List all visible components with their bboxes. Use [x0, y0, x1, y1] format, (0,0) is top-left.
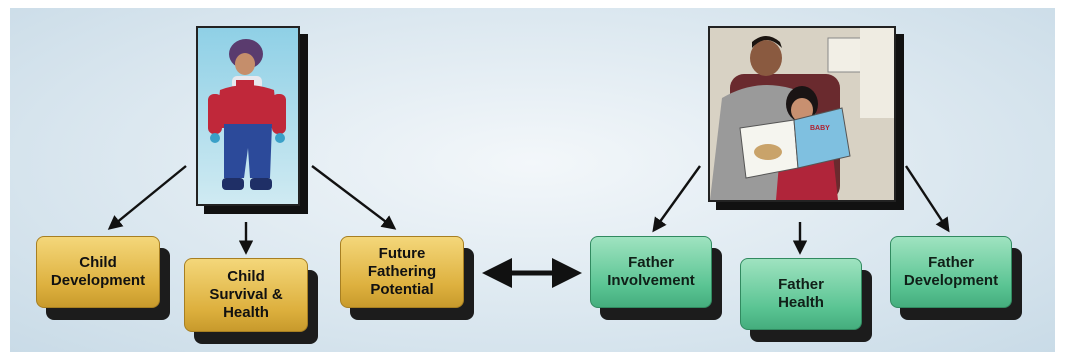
arrow-layer — [107, 165, 950, 288]
child-development-label: Child Development — [36, 236, 160, 308]
child-illustration — [198, 28, 298, 204]
arrow-to-father-involvement — [652, 165, 701, 233]
child-photo — [196, 26, 308, 214]
father-illustration: BABY — [710, 28, 894, 200]
father-involvement-box: Father Involvement — [590, 236, 722, 320]
arrow-to-future-fathering — [311, 165, 397, 230]
arrow-to-child-development — [107, 165, 187, 230]
father-health-label: Father Health — [740, 258, 862, 330]
child-survival-health-box: Child Survival & Health — [184, 258, 318, 344]
future-fathering-potential-box: Future Fathering Potential — [340, 236, 474, 320]
arrow-to-father-development — [904, 165, 950, 233]
child-survival-health-label: Child Survival & Health — [184, 258, 308, 332]
future-fathering-potential-label: Future Fathering Potential — [340, 236, 464, 308]
book-cover-text: BABY — [810, 125, 830, 132]
father-photo: BABY — [708, 26, 904, 210]
father-development-box: Father Development — [890, 236, 1022, 320]
father-involvement-label: Father Involvement — [590, 236, 712, 308]
child-development-box: Child Development — [36, 236, 170, 320]
diagram-canvas: BABY Child Development Child Survival & … — [10, 8, 1055, 352]
father-development-label: Father Development — [890, 236, 1012, 308]
father-health-box: Father Health — [740, 258, 872, 342]
